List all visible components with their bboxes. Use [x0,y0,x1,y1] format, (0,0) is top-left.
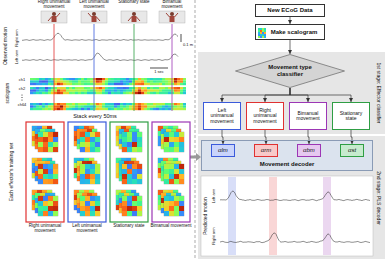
generated-illustration [22,11,370,243]
channel-label: ch2 [15,87,29,91]
subject-image [81,11,107,23]
class-box: Bimanual movement [289,102,327,130]
highlight-bar [323,177,331,255]
condition-label: Left unimanual movement [74,0,114,10]
connector-arrow [290,88,351,102]
stage-band: 1st stage: Effector classifier Movement t… [198,52,385,134]
plot-background [201,176,373,256]
connector-arrow [290,40,291,54]
connector-arrow [265,88,290,102]
stage-label: 1st stage: Effector classifier [375,56,381,130]
input-box: New ECoG Data [255,4,325,17]
class-box: Left unimanual movement [203,102,241,130]
ellipsis-dot [22,100,23,101]
event-line [172,24,173,111]
event-line [94,24,95,111]
stack-label: Right unimanual movement [24,224,66,234]
node-label: αlm [218,147,228,154]
axis-label: Observed motion [3,24,9,68]
connector-arrow [351,130,352,144]
trace-label: Left arm [15,46,19,68]
ellipsis-dot [22,97,23,98]
node-label: αbm [303,147,315,154]
node-label: Movement decoder [260,161,315,168]
connector-arrow [308,130,309,144]
connector-arrow [290,17,291,24]
trace-label: Right arm [15,27,19,49]
motion-trace [22,33,178,40]
channel-label: ch1 [15,78,29,82]
node-label: Make scalogram [271,29,318,36]
stack-label: Stationary state [108,224,150,229]
highlight-bar [269,177,277,255]
node-label: New ECoG Data [267,7,312,14]
decoder-weight: αrm [254,144,278,157]
event-line [54,24,55,111]
subject-image [121,11,147,23]
decoder-weight: αst [340,144,364,157]
channel-label: ch64 [15,103,29,107]
scalogram-strip [30,87,186,94]
step-label: Stack every 50ms [58,113,132,119]
stage-band: 2nd stage: PLS decoder Movement decoder αl… [198,136,385,259]
scale-bar [150,68,168,69]
predicted-trace [220,191,370,201]
decoder-band: Movement decoder αlm αrm αbm αst [201,140,373,171]
stack-label: Left unimanual movement [66,224,108,234]
node-label: Bimanual movement [292,111,324,122]
scalogram-icon [258,28,266,38]
scale-bar [181,34,182,42]
scalogram-strip [30,78,186,85]
predicted-trace [220,233,370,243]
training-stack [68,122,106,222]
decoder-fill [201,140,373,171]
decision-diamond: Movement type classifier [235,54,345,88]
class-box: Stationary state [332,102,370,130]
subject-image [159,11,185,23]
axis-label: Predicted motion [203,178,209,254]
scalogram-strip [30,103,186,110]
node-label: Stationary state [335,111,367,122]
connector-arrow [222,88,290,102]
decoder-weight: αlm [211,144,235,157]
ellipsis-dot [22,95,23,96]
training-stack [152,122,190,222]
axis-label: scalogram [6,73,11,113]
event-line [134,24,135,111]
highlight-bar [228,177,236,255]
axis-label: Each effector's training set [9,122,15,222]
stage-band-fill [198,136,385,259]
motion-trace [22,53,178,60]
connector-arrow [222,130,223,144]
stage-band-fill [198,52,385,134]
class-box: Right unimanual movement [246,102,284,130]
node-label: Movement type classifier [258,64,322,77]
training-arrow [190,153,201,161]
node-label: Left unimanual movement [206,108,238,125]
decoder-weight: αbm [297,144,321,157]
node-label: Right unimanual movement [249,108,281,125]
process-box: Make scalogram [255,24,325,40]
subject-image [41,11,67,23]
trace-label: Left arm [212,184,216,208]
condition-label: Bimanual movement [152,0,192,10]
condition-label: Stationary state [114,0,154,5]
scale-label: 0.1 m [182,43,194,47]
training-stack [26,122,64,222]
node-label: αrm [261,147,271,154]
scale-label: 1 sec [150,70,168,74]
training-stack [110,122,148,222]
condition-label: Right unimanual movement [34,0,74,10]
connector-arrow [265,130,266,144]
node-label: αst [348,147,356,154]
stage-label: 2nd stage: PLS decoder [375,140,381,255]
stack-label: Bimanual movement [150,224,192,229]
trace-label: Right arm [212,223,216,249]
divider-line [195,0,196,259]
